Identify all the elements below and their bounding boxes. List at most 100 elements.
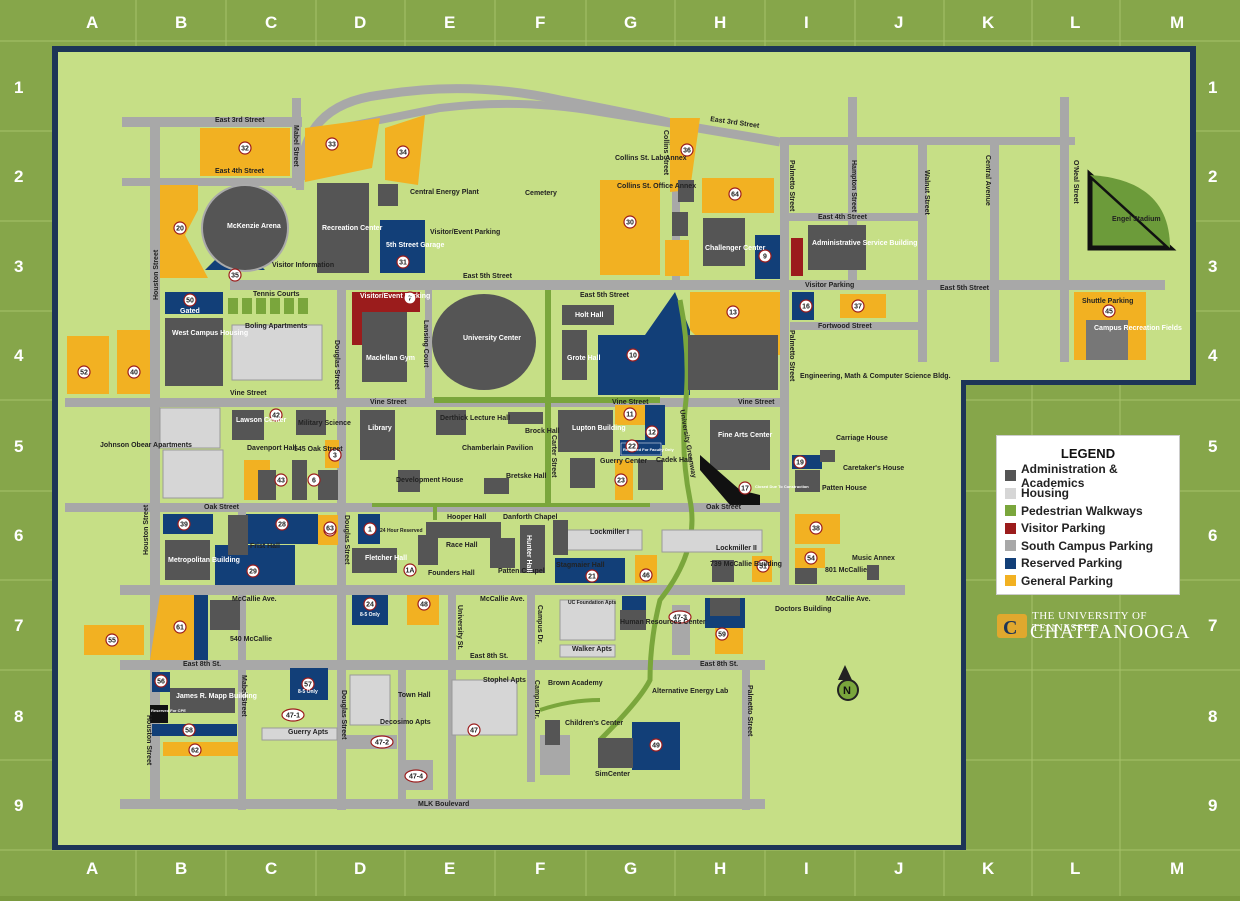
lot-11[interactable]: 11 (623, 407, 637, 421)
lot-42[interactable]: 42 (269, 408, 283, 422)
lot-10[interactable]: 10 (626, 348, 640, 362)
label-doctors: Doctors Building (775, 606, 831, 613)
lot-47[interactable]: 47 (467, 723, 481, 737)
lot-29[interactable]: 29 (246, 564, 260, 578)
grid-col-J: J (894, 13, 903, 32)
lot-49[interactable]: 49 (649, 738, 663, 752)
lot-30[interactable]: 30 (623, 215, 637, 229)
lot-3[interactable]: 3 (328, 448, 342, 462)
lot-number: 29 (249, 569, 257, 576)
lot-33[interactable]: 33 (325, 137, 339, 151)
lot-number: 59 (718, 632, 726, 639)
label-east-4th-right: East 4th Street (818, 214, 868, 221)
housing-buildings[interactable] (159, 324, 763, 741)
lot-12[interactable]: 12 (645, 425, 659, 439)
label-mccallie-3: McCallie Ave. (826, 596, 871, 603)
lot-39[interactable]: 39 (177, 517, 191, 531)
academic-buildings[interactable] (165, 180, 879, 768)
lot-36[interactable]: 36 (680, 143, 694, 157)
lot-markers[interactable]: 3233343520503173036649101316374552404224… (77, 137, 1116, 783)
lot-number: 45 (1105, 309, 1113, 316)
lot-22[interactable]: 22 (625, 439, 639, 453)
lot-47-2[interactable]: 47-2 (370, 735, 394, 749)
lot-58[interactable]: 58 (182, 723, 196, 737)
lot-number: 47 (470, 728, 478, 735)
lot-17[interactable]: 17 (738, 481, 752, 495)
lot-43[interactable]: 43 (274, 473, 288, 487)
label-carter: Carter Street (550, 435, 557, 478)
lot-47-3[interactable]: 47-3 (668, 610, 692, 624)
lot-number: 47-3 (673, 615, 687, 622)
lot-47-1[interactable]: 47-1 (281, 708, 305, 722)
lot-number: 58 (185, 728, 193, 735)
grid-col-G: G (624, 13, 637, 32)
label-west-campus: West Campus Housing (172, 330, 248, 337)
label-hampton: Hampton Street (850, 160, 857, 213)
lot-19[interactable]: 19 (793, 455, 807, 469)
lot-45[interactable]: 45 (1102, 304, 1116, 318)
lot-48[interactable]: 48 (417, 597, 431, 611)
label-davenport: Davenport Hall (247, 445, 296, 452)
label-oak-545: 545 Oak Street (294, 446, 343, 453)
label-brown: Brown Academy (548, 680, 603, 687)
lot-35[interactable]: 35 (228, 268, 242, 282)
label-east-5th: East 5th Street (463, 273, 513, 280)
lot-54[interactable]: 54 (804, 551, 818, 565)
lot-number: 38 (812, 526, 820, 533)
label-carriage: Carriage House (836, 435, 888, 442)
lot-13[interactable]: 13 (726, 305, 740, 319)
lot-1[interactable]: 1 (363, 522, 377, 536)
label-music: Music Annex (852, 555, 895, 562)
grid-col-A: A (86, 859, 98, 878)
lot-56[interactable]: 56 (154, 674, 168, 688)
campus-rec-fields[interactable] (1086, 320, 1128, 360)
lot-57[interactable]: 57 (301, 677, 315, 691)
lot-46[interactable]: 46 (639, 568, 653, 582)
lot-51[interactable]: 51 (756, 559, 770, 573)
label-engel: Engel Stadium (1112, 216, 1161, 223)
mckenzie-arena[interactable] (201, 184, 289, 272)
lot-32[interactable]: 32 (238, 141, 252, 155)
lot-37[interactable]: 37 (851, 299, 865, 313)
grid-row-4: 4 (1208, 346, 1218, 365)
grid-row-8: 8 (14, 707, 23, 726)
lot-62[interactable]: 62 (188, 743, 202, 757)
label-visitor-event-2: Visitor/Event Parking (430, 229, 500, 236)
lot-61[interactable]: 61 (173, 620, 187, 634)
label-mabel-2: Mabel Street (240, 675, 247, 717)
lot-number: 13 (729, 310, 737, 317)
lot-55[interactable]: 55 (105, 633, 119, 647)
lot-28[interactable]: 28 (275, 517, 289, 531)
lot-16[interactable]: 16 (799, 299, 813, 313)
lot-7[interactable]: 7 (403, 291, 417, 305)
reserved-cpe-lot[interactable] (150, 705, 168, 723)
lot-9[interactable]: 9 (758, 249, 772, 263)
lot-47-4[interactable]: 47-4 (404, 769, 428, 783)
lot-64[interactable]: 64 (728, 187, 742, 201)
lot-40[interactable]: 40 (127, 365, 141, 379)
label-shuttle: Shuttle Parking (1082, 298, 1133, 305)
visitor-parking-lots[interactable] (352, 238, 803, 345)
lot-23[interactable]: 23 (614, 473, 628, 487)
label-houston-1: Houston Street (153, 249, 160, 300)
lot-21[interactable]: 21 (585, 569, 599, 583)
label-palmetto-3: Palmetto Street (746, 685, 753, 737)
lot-34[interactable]: 34 (396, 145, 410, 159)
lot-6[interactable]: 6 (307, 473, 321, 487)
lot-50[interactable]: 50 (183, 293, 197, 307)
lot-20[interactable]: 20 (173, 221, 187, 235)
lot-31[interactable]: 31 (396, 255, 410, 269)
power-c-icon: C (997, 614, 1027, 639)
lot-52[interactable]: 52 (77, 365, 91, 379)
label-cadek: Cadek Hall (656, 457, 692, 464)
grid-col-L: L (1070, 859, 1080, 878)
label-vine-4: Vine Street (738, 399, 775, 406)
grid-row-6: 6 (14, 526, 23, 545)
lot-24[interactable]: 24 (363, 597, 377, 611)
lot-63[interactable]: 63 (323, 521, 337, 535)
lot-38[interactable]: 38 (809, 521, 823, 535)
label-mccallie-2: McCallie Ave. (480, 596, 525, 603)
lot-59[interactable]: 59 (715, 627, 729, 641)
lot-1A[interactable]: 1A (403, 563, 417, 577)
